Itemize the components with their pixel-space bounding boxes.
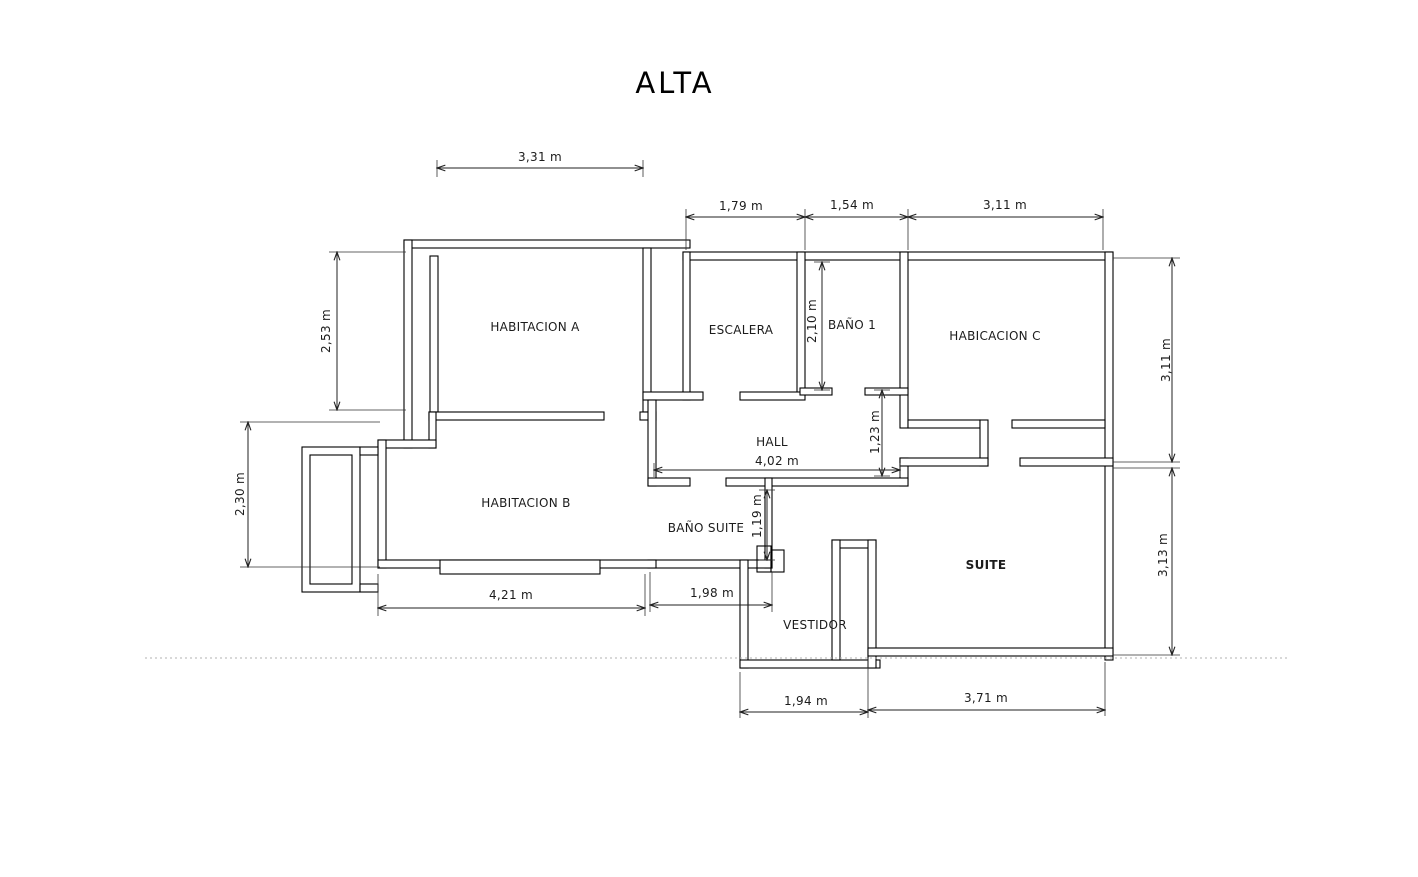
dimension-label-bottom-habitacion-b: 4,21 m	[488, 588, 534, 602]
dimension-label-hall-width: 4,02 m	[754, 454, 800, 468]
dimension-label-top-habitacion-c: 3,11 m	[982, 198, 1028, 212]
dimension-label-left-habitacion-b: 2,30 m	[233, 471, 247, 517]
dimension-label-inner-hall: 1,23 m	[868, 409, 882, 455]
plan-title: ALTA	[635, 66, 715, 100]
room-label-suite: SUITE	[965, 558, 1007, 572]
room-label-vestidor: VESTIDOR	[783, 618, 847, 632]
dimension-label-bottom-vestidor: 1,94 m	[783, 694, 829, 708]
dimension-label-top-habitacion-a: 3,31 m	[517, 150, 563, 164]
dimension-label-top-bano-1: 1,54 m	[829, 198, 875, 212]
room-label-habitacion-b: HABITACION B	[481, 496, 571, 510]
room-label-habitacion-a: HABITACION A	[490, 320, 580, 334]
walls	[301, 239, 1114, 669]
dimension-lines	[248, 168, 1172, 712]
extension-lines	[240, 160, 1180, 718]
dimension-label-right-suite: 3,13 m	[1156, 532, 1170, 578]
dimension-label-inner-bano-1: 2,10 m	[805, 298, 819, 344]
dimension-label-top-escalera: 1,79 m	[718, 199, 764, 213]
room-label-escalera: ESCALERA	[708, 323, 774, 337]
dimension-label-right-habitacion-c: 3,11 m	[1159, 337, 1173, 383]
room-label-bano-suite: BAÑO SUITE	[667, 521, 745, 535]
room-label-hall: HALL	[756, 435, 788, 449]
dimension-label-left-habitacion-a: 2,53 m	[319, 308, 333, 354]
dimension-label-bottom-suite: 3,71 m	[963, 691, 1009, 705]
room-label-bano-1: BAÑO 1	[827, 318, 877, 332]
dimension-label-inner-bano-suite: 1,19 m	[750, 493, 764, 539]
room-label-habitacion-c: HABICACION C	[949, 329, 1041, 343]
dimension-label-bottom-bano-suite: 1,98 m	[689, 586, 735, 600]
